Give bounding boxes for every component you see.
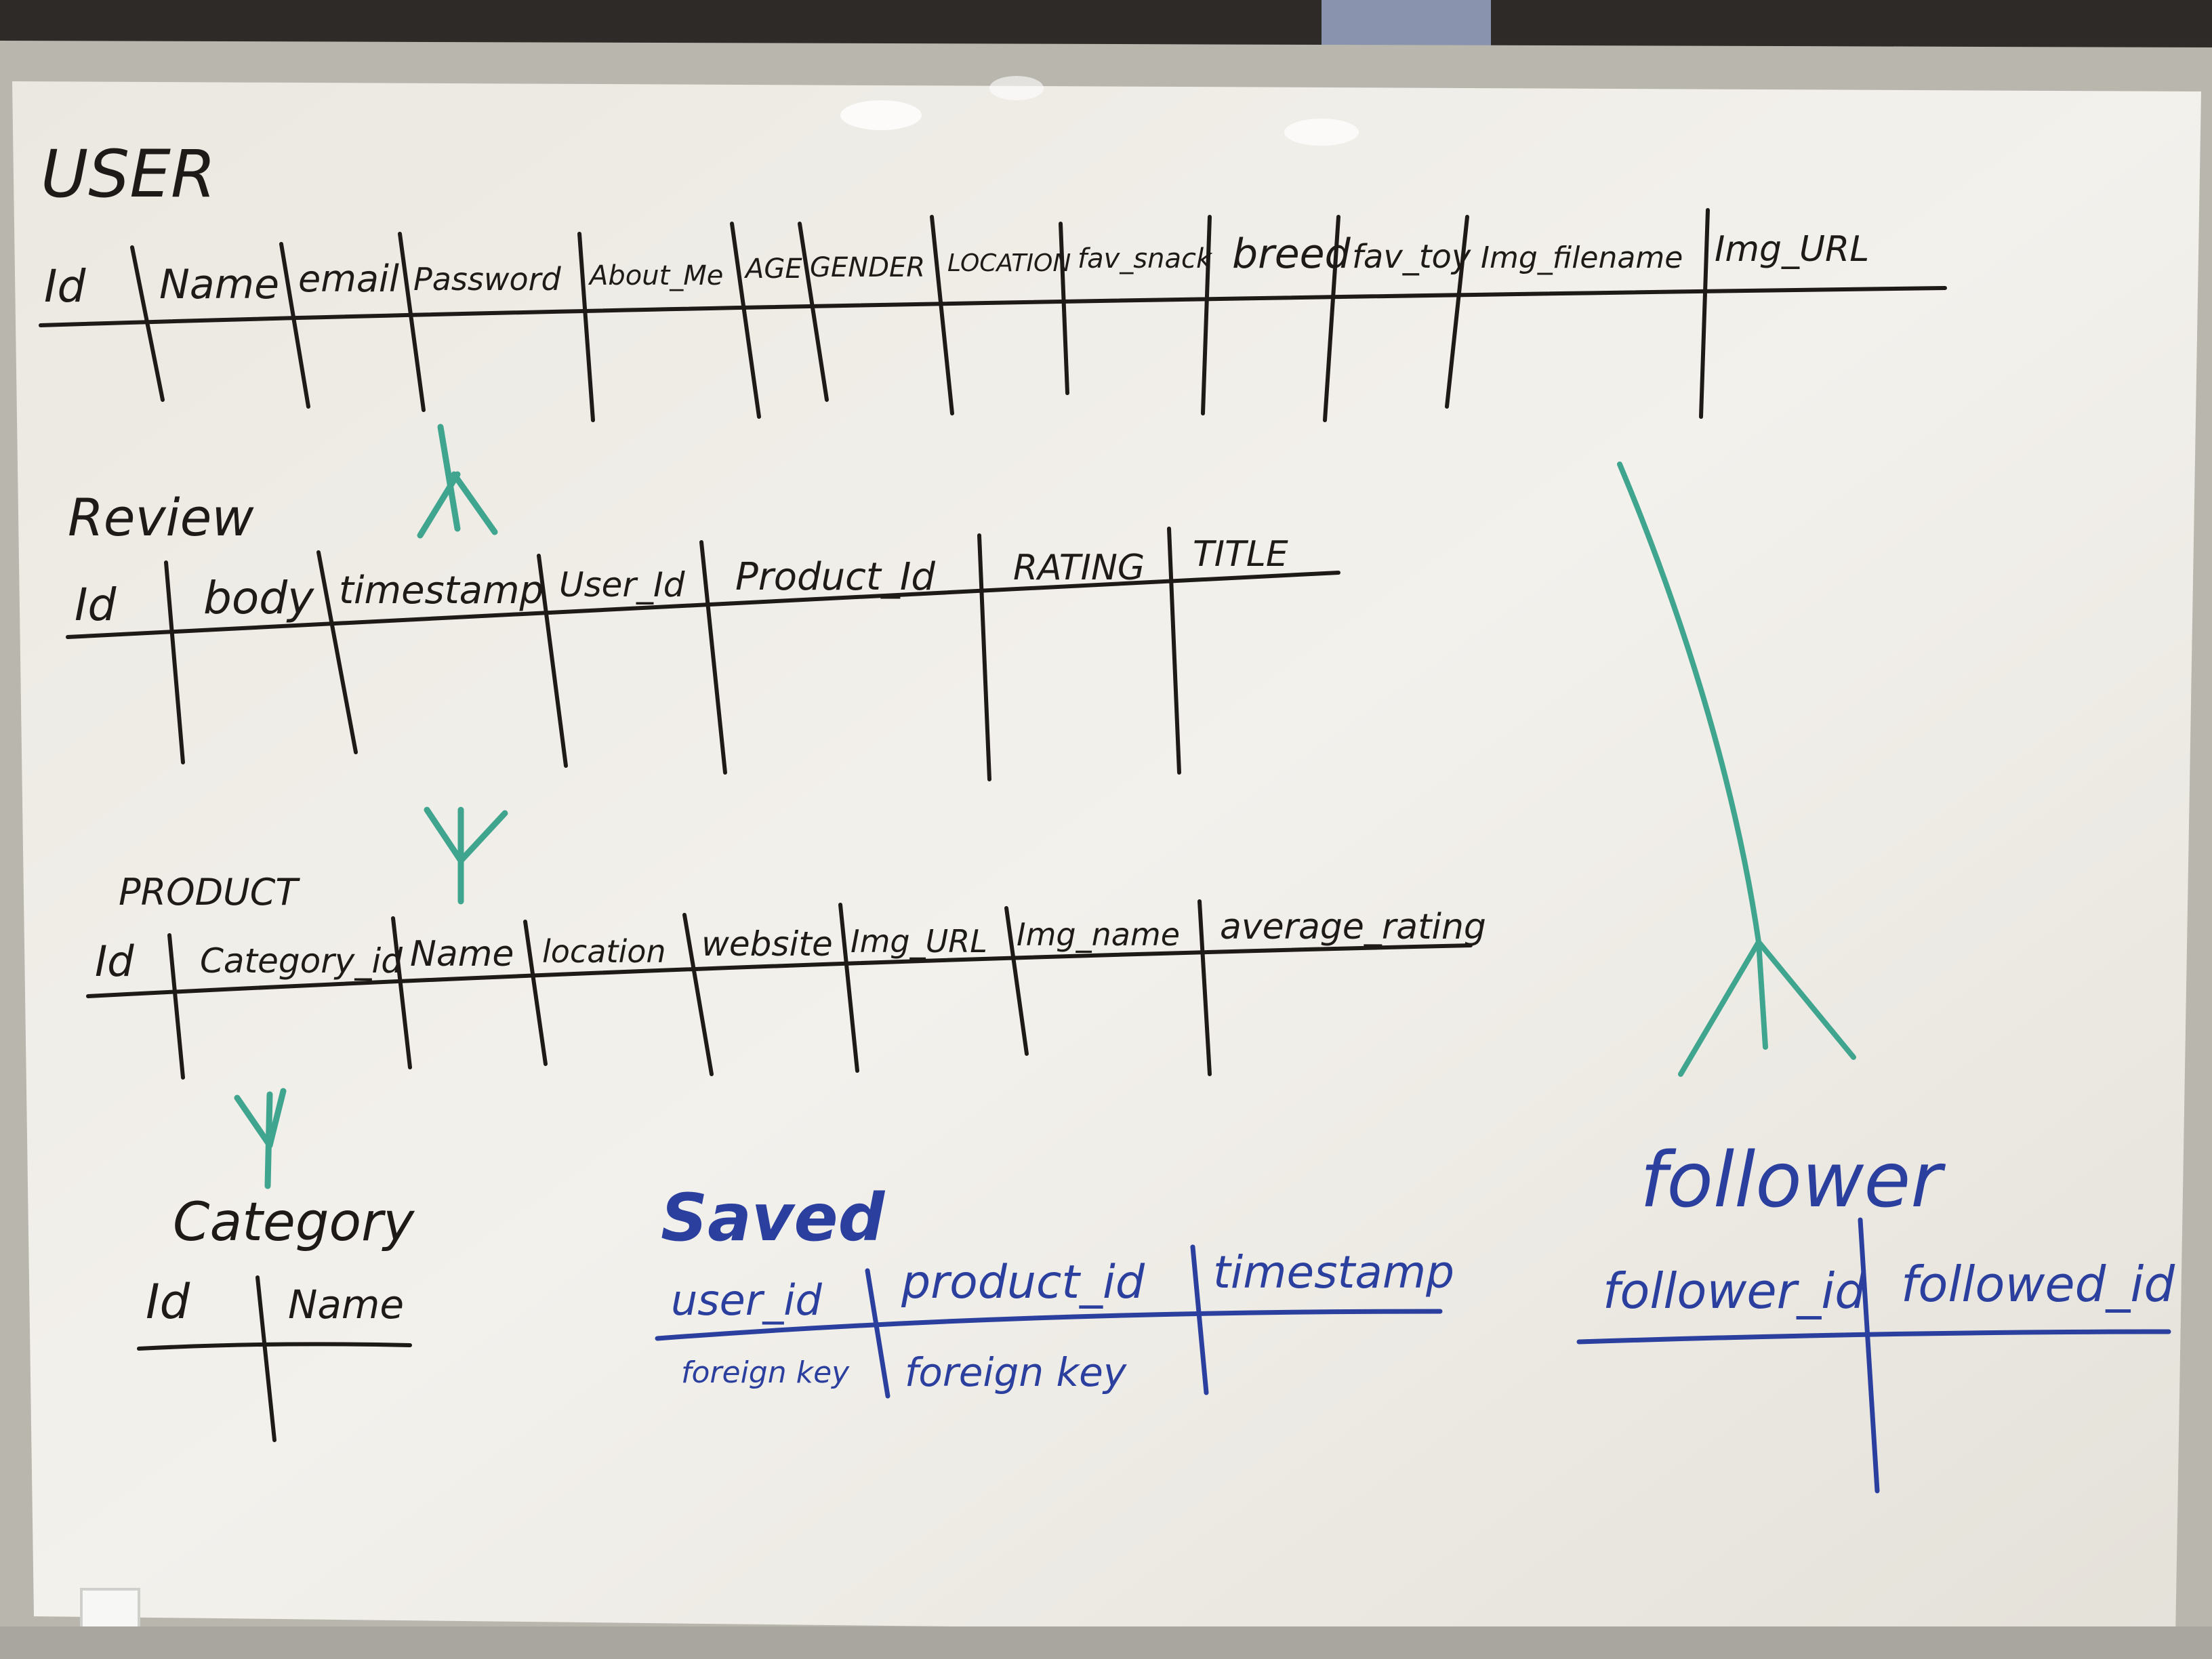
review-column: User_Id bbox=[559, 565, 685, 605]
user-column: Name bbox=[159, 261, 279, 308]
user-divider bbox=[1059, 222, 1069, 395]
product-column: Category_id bbox=[200, 941, 403, 981]
review-divider bbox=[316, 550, 358, 754]
saved-note: foreign key bbox=[905, 1349, 1127, 1395]
saved-note: foreign key bbox=[681, 1355, 850, 1390]
product-divider bbox=[838, 903, 859, 1073]
board-surface bbox=[12, 81, 2201, 1640]
user-column: About_Me bbox=[588, 260, 723, 291]
product-table-title: PRODUCT bbox=[119, 871, 300, 914]
product-divider bbox=[523, 920, 548, 1066]
review-product-crowsfoot bbox=[424, 806, 508, 905]
user-divider bbox=[130, 245, 165, 402]
product-divider bbox=[167, 933, 185, 1080]
user-column: fav_toy bbox=[1352, 238, 1471, 276]
user-divider bbox=[1699, 208, 1710, 419]
review-header-line bbox=[66, 571, 1340, 639]
saved-column: timestamp bbox=[1213, 1246, 1454, 1298]
follower-table: follower follower_id followed_id bbox=[1576, 1136, 2175, 1494]
user-review-crowsfoot bbox=[417, 424, 498, 539]
follower-column: follower_id bbox=[1603, 1263, 1866, 1319]
user-column: breed bbox=[1232, 230, 1351, 278]
follower-column: followed_id bbox=[1901, 1256, 2175, 1313]
user-table: USER Id Name email Password About_Me AGE… bbox=[39, 136, 1947, 422]
saved-table-title: Saved bbox=[661, 1180, 886, 1256]
review-column: TITLE bbox=[1193, 534, 1288, 575]
user-divider bbox=[730, 222, 761, 419]
saved-header-line bbox=[655, 1309, 1443, 1341]
category-column: Id bbox=[146, 1274, 190, 1330]
follower-table-title: follower bbox=[1640, 1136, 1946, 1225]
user-header-line bbox=[39, 286, 1947, 327]
saved-column: user_id bbox=[671, 1275, 822, 1325]
user-divider bbox=[798, 222, 829, 402]
product-column: Name bbox=[410, 934, 514, 975]
glare bbox=[989, 76, 1044, 100]
user-column: GENDER bbox=[810, 252, 925, 283]
user-table-title: USER bbox=[41, 136, 216, 212]
review-divider bbox=[1167, 527, 1181, 775]
product-column: location bbox=[542, 933, 666, 970]
user-follower-crowsfoot bbox=[1617, 462, 1856, 1077]
product-column: website bbox=[701, 924, 833, 964]
product-table: PRODUCT Id Category_id Name location web… bbox=[86, 871, 1486, 1080]
glare bbox=[840, 100, 922, 130]
product-column: Img_URL bbox=[851, 923, 987, 960]
review-divider bbox=[699, 540, 727, 775]
product-divider bbox=[1197, 899, 1212, 1076]
user-divider bbox=[398, 232, 426, 412]
review-divider bbox=[537, 554, 568, 768]
board-tray bbox=[0, 1626, 2212, 1659]
category-divider bbox=[255, 1275, 276, 1442]
user-column: email bbox=[298, 258, 399, 300]
product-divider bbox=[391, 916, 412, 1069]
review-table: Review Id body timestamp User_Id Product… bbox=[66, 487, 1340, 781]
user-column: Img_URL bbox=[1715, 229, 1869, 270]
product-divider bbox=[1004, 906, 1029, 1056]
review-column: Id bbox=[75, 579, 117, 631]
user-divider bbox=[1323, 215, 1340, 422]
product-column: average_rating bbox=[1220, 907, 1486, 947]
review-divider bbox=[164, 560, 185, 764]
saved-divider bbox=[1190, 1244, 1209, 1395]
user-divider bbox=[279, 242, 310, 409]
glare bbox=[1284, 119, 1359, 146]
user-column: AGE bbox=[743, 253, 802, 285]
user-divider bbox=[1201, 215, 1212, 415]
user-column: fav_snack bbox=[1078, 243, 1213, 274]
user-divider bbox=[1445, 215, 1469, 409]
review-column: timestamp bbox=[339, 569, 544, 613]
user-column: Id bbox=[44, 260, 86, 312]
user-divider bbox=[930, 215, 954, 415]
review-table-title: Review bbox=[68, 487, 254, 548]
category-table: Category Id Name bbox=[137, 1192, 415, 1442]
saved-divider bbox=[865, 1268, 890, 1399]
review-column: body bbox=[203, 572, 314, 624]
category-column: Name bbox=[288, 1282, 404, 1328]
product-header-line bbox=[86, 943, 1473, 998]
window-light bbox=[1322, 0, 1491, 47]
user-divider bbox=[577, 232, 595, 422]
review-column: RATING bbox=[1013, 548, 1145, 588]
user-column: Img_filename bbox=[1481, 241, 1683, 275]
review-column: Product_Id bbox=[735, 555, 935, 599]
product-column: Id bbox=[95, 937, 134, 986]
saved-table: Saved user_id product_id timestamp forei… bbox=[655, 1180, 1454, 1399]
product-category-crowsfoot bbox=[234, 1088, 287, 1189]
review-divider bbox=[977, 533, 991, 781]
product-column: Img_name bbox=[1017, 916, 1180, 953]
follower-header-line bbox=[1576, 1329, 2171, 1345]
saved-column: product_id bbox=[901, 1256, 1145, 1309]
product-divider bbox=[682, 913, 714, 1076]
user-column: Password bbox=[413, 261, 562, 298]
user-column: LOCATION bbox=[947, 249, 1071, 277]
follower-divider bbox=[1858, 1217, 1880, 1494]
category-header-line bbox=[137, 1342, 412, 1351]
category-table-title: Category bbox=[173, 1192, 415, 1253]
